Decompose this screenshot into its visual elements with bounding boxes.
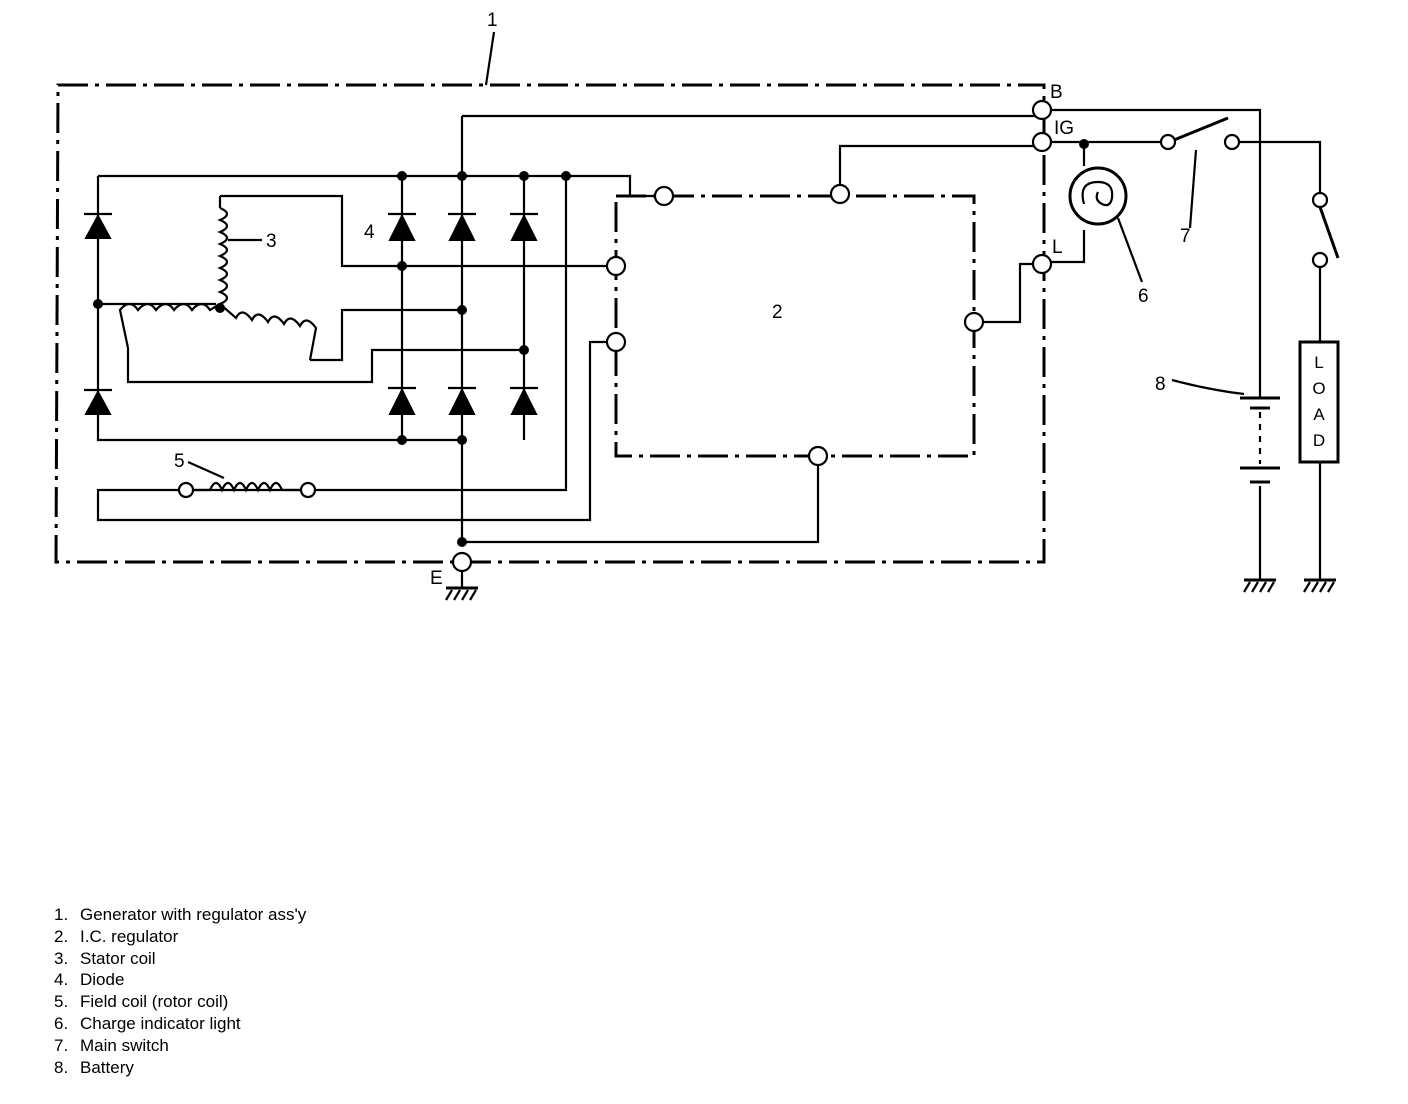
terminal-e [451,551,473,573]
left-upper-diode-icon [84,212,112,239]
legend-item: 6.Charge indicator light [54,1013,241,1033]
load-switch-terminal-top [1311,191,1329,209]
callout-6-leader [1116,217,1144,283]
battery-icon [1240,396,1280,580]
callout-5: 5 [174,451,185,472]
regulator-terminal-top-right [829,183,851,205]
callout-4: 4 [364,222,375,243]
stator-phase-b-wire [126,348,524,384]
callout-7-leader [1188,149,1198,229]
regulator-l-wire [974,262,1044,324]
callout-1-leader [484,31,496,86]
terminal-l-label: L [1052,237,1063,258]
callout-8: 8 [1155,374,1166,395]
regulator-terminal-right [963,311,985,333]
main-switch-lever [1173,116,1229,142]
terminal-ig-label: IG [1054,118,1074,139]
callout-5-leader [187,460,225,480]
stator-coil [118,196,318,361]
generator-assembly-boundary [54,83,1046,564]
terminal-e-label: E [430,568,443,589]
main-switch-terminal-left [1159,133,1177,151]
legend-item: 4.Diode [54,970,125,990]
field-coil [186,481,308,493]
main-switch-output-wire [1239,140,1322,194]
callout-7: 7 [1180,226,1191,247]
charge-indicator-light-icon [1068,166,1128,226]
load-letter-o: O [1312,379,1325,398]
ground-load-icon [1303,578,1336,593]
charge-light-wire [1051,144,1086,264]
left-diode-rail [96,176,462,442]
legend-item: 3.Stator coil [54,948,156,968]
load-box [1298,340,1340,464]
stator-phase-a-wire [220,194,616,268]
regulator-terminal-top-left [653,185,675,207]
legend-item: 1.Generator with regulator ass'y [54,905,307,924]
field-coil-terminal-left [177,481,195,499]
ic-regulator-boundary [614,194,976,458]
rail-to-regulator-wire [566,174,664,198]
regulator-ig-wire [838,144,1044,196]
legend-item: 5.Field coil (rotor coil) [54,992,229,1012]
callout-6: 6 [1138,286,1149,307]
terminal-b-label: B [1050,82,1063,103]
terminal-ig [1031,131,1053,153]
load-letter-d: D [1313,431,1325,450]
load-letter-l: L [1314,353,1323,372]
callout-2: 2 [772,302,783,323]
regulator-terminal-bottom [807,445,829,467]
load-letter-a: A [1313,405,1325,424]
field-coil-terminal-right [299,481,317,499]
legend-item: 8.Battery [54,1057,134,1077]
legend-item: 2.I.C. regulator [54,926,179,946]
callout-1: 1 [487,10,498,31]
left-lower-diode-icon [84,388,112,415]
b-output-wire [1044,108,1262,398]
callout-3: 3 [266,231,277,252]
stator-phase-c-wire [310,308,462,362]
main-switch-terminal-right [1223,133,1241,151]
regulator-terminal-left-upper [605,255,627,277]
terminal-l [1031,253,1053,275]
ground-battery-icon [1243,578,1276,593]
diode-bridge [388,116,571,547]
ground-e-icon [445,571,478,601]
legend-item: 7.Main switch [54,1035,169,1055]
regulator-terminal-left-lower [605,331,627,353]
field-positive-wire [96,176,616,522]
regulator-e-wire [462,456,820,544]
terminal-b [1031,99,1053,121]
charging-circuit-diagram: 1 2 3 [54,10,1340,601]
callout-8-leader [1171,378,1245,396]
legend: 1.Generator with regulator ass'y 2.I.C. … [54,904,306,1078]
load-switch-lever [1318,206,1340,259]
load-switch-terminal-bottom [1311,251,1329,269]
